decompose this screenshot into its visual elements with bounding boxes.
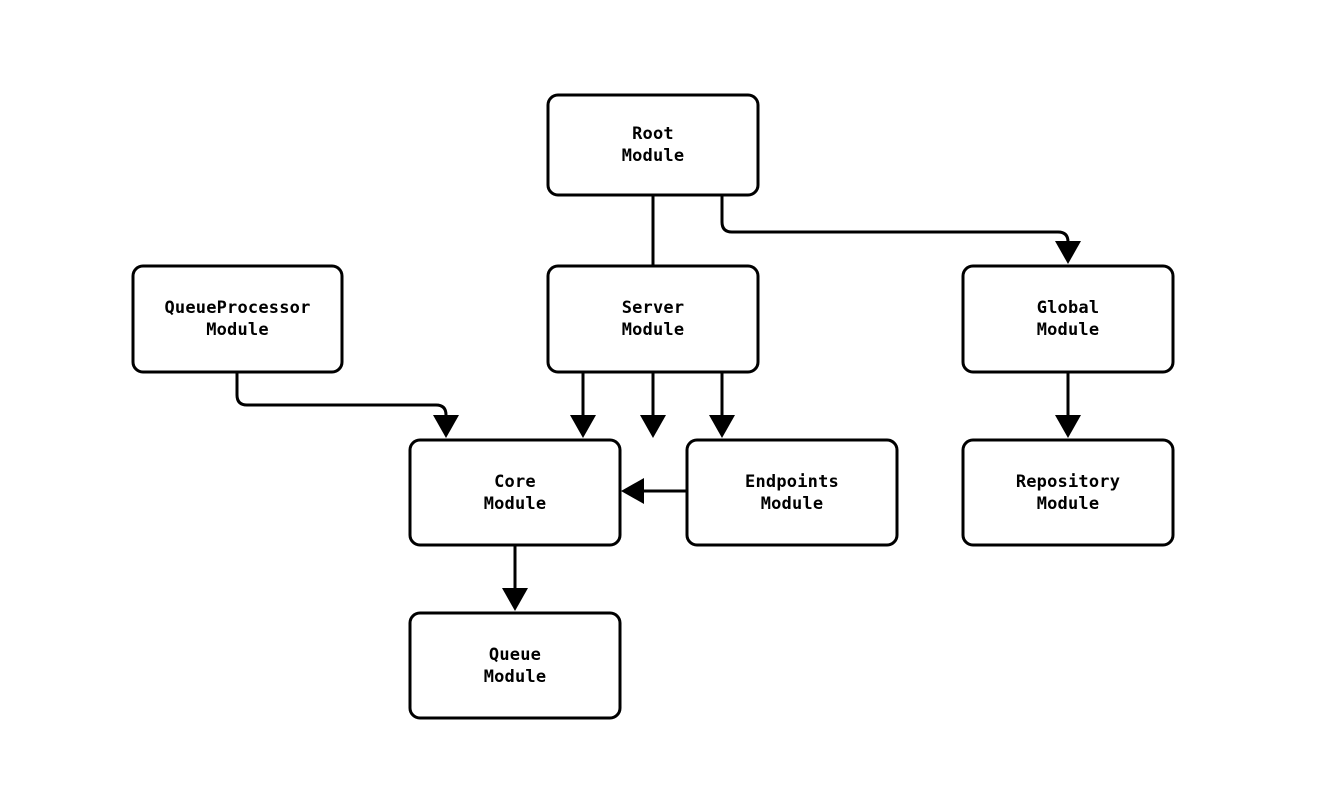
- edge-queueprocessor-to-core: [235, 372, 448, 425]
- edge-root-to-global: [720, 195, 1070, 251]
- node-box-core[interactable]: [408, 438, 622, 547]
- node-box-queueprocessor[interactable]: [131, 264, 344, 374]
- node-layer: [131, 93, 1175, 720]
- arrowhead-queueprocessor-to-core: [433, 415, 459, 438]
- arrowhead-root-to-server: [640, 415, 666, 438]
- arrowhead-root-to-global: [1055, 241, 1081, 264]
- node-box-queue[interactable]: [408, 611, 622, 720]
- edge-layer: [235, 195, 1081, 611]
- arrowhead-endpoints-to-core: [621, 478, 644, 504]
- node-box-repository[interactable]: [961, 438, 1175, 547]
- node-box-global[interactable]: [961, 264, 1175, 374]
- arrowhead-server-to-endpoints: [709, 415, 735, 438]
- node-box-root[interactable]: [546, 93, 760, 197]
- node-box-endpoints[interactable]: [685, 438, 899, 547]
- arrowhead-server-to-core: [570, 415, 596, 438]
- arrowhead-global-to-repository: [1055, 415, 1081, 438]
- arrowhead-core-to-queue: [502, 588, 528, 611]
- node-box-server[interactable]: [546, 264, 760, 374]
